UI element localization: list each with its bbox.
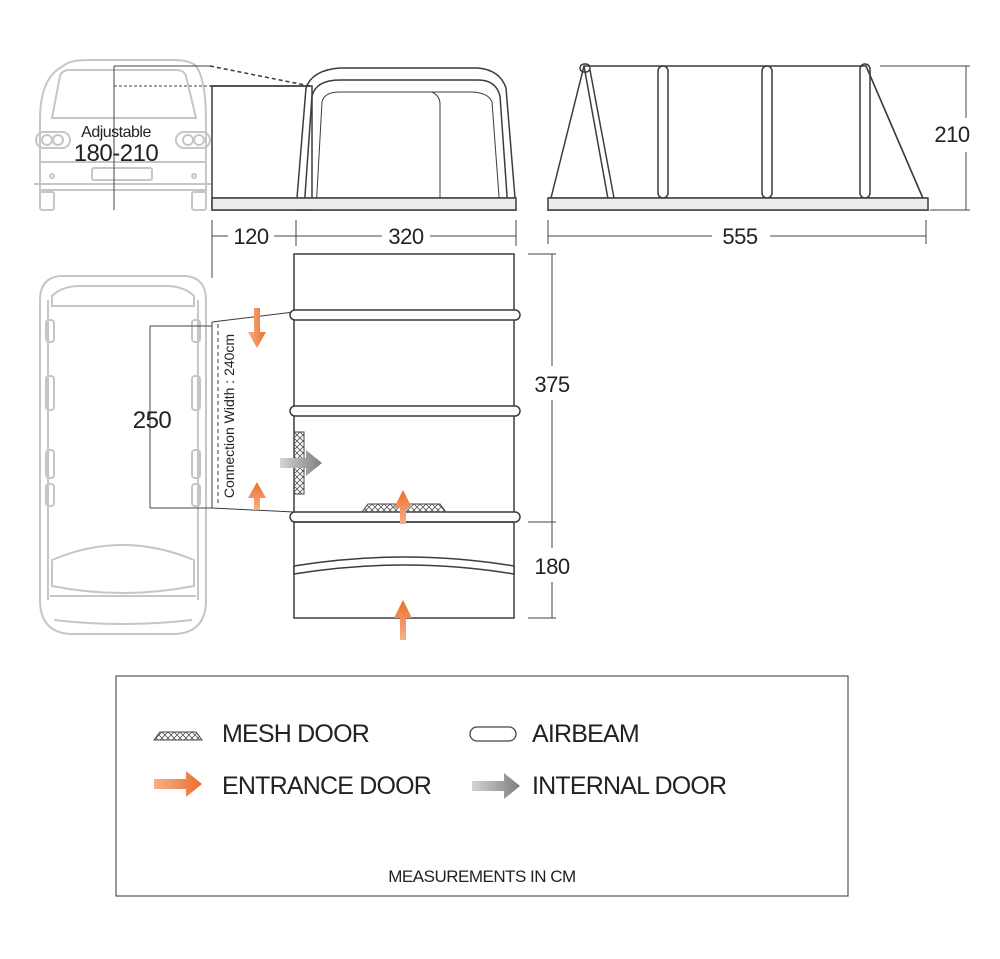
entrance-door-icon [154,771,202,797]
legend-airbeam: AIRBEAM [532,720,639,748]
awning-side-view [209,65,517,211]
internal-door-icon [472,773,520,799]
mesh-door-icon [153,731,203,741]
legend-mesh-door: MESH DOOR [222,720,369,748]
internal-door-arrow [280,450,322,476]
adjustable-label: Adjustable [81,124,151,141]
depth-dimension-lines [528,253,556,619]
entrance-door-arrows [248,308,412,640]
dimension-320: 320 [388,224,423,249]
legend-box [115,675,849,897]
width-dimension-lines [211,220,517,278]
airbeam-icon [469,726,517,742]
entrance-arrow-rear [394,490,412,524]
legend-footer: MEASUREMENTS IN CM [388,867,575,886]
height-dimension-lines [547,65,970,244]
adjustable-height-marker [113,65,210,210]
dimension-250: 250 [133,407,172,434]
dimension-180: 180 [534,554,569,579]
van-top-view [39,275,212,635]
dimension-555: 555 [722,224,757,249]
dimension-375: 375 [534,372,569,397]
awning-length-view [547,63,930,211]
entrance-arrow-front [394,600,412,640]
dimension-120: 120 [233,224,268,249]
adjustable-range: 180-210 [74,140,159,167]
legend-entrance-door: ENTRANCE DOOR [222,772,431,800]
entrance-arrow-mid [248,482,266,510]
connection-width-label: Connection Width : 240cm [221,334,237,498]
legend-internal-door: INTERNAL DOOR [532,772,726,800]
dimension-210: 210 [934,122,969,147]
van-rear-view [34,59,212,211]
entrance-arrow-top [248,308,266,348]
